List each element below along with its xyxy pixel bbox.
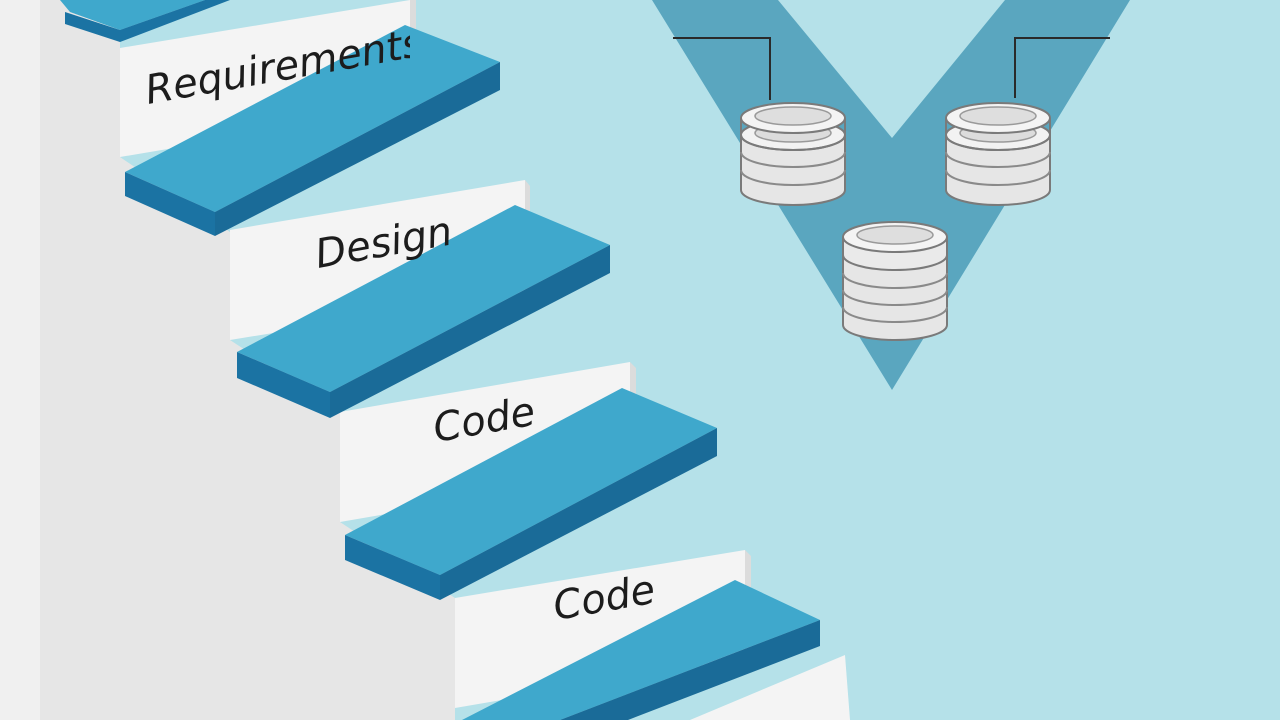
tread-1-top [125,25,500,212]
connector-line-right [1014,37,1110,98]
tread-4-top [462,580,820,720]
database-icon-center [842,221,948,341]
tread-2-top [237,205,610,392]
database-icon-right [945,102,1051,206]
connector-line-left [673,37,771,100]
tread-0-top [60,0,205,30]
riser-5 [690,655,850,720]
tread-2-front [237,352,330,418]
stair-side-wall [0,0,455,720]
database-icon-left [740,102,846,206]
tread-3-top [345,388,717,575]
v-chevron-shape [652,0,1130,390]
tread-3-front [345,535,440,600]
staircase [0,0,850,720]
tread-0-front [65,0,230,42]
tread-1-front [125,172,215,236]
